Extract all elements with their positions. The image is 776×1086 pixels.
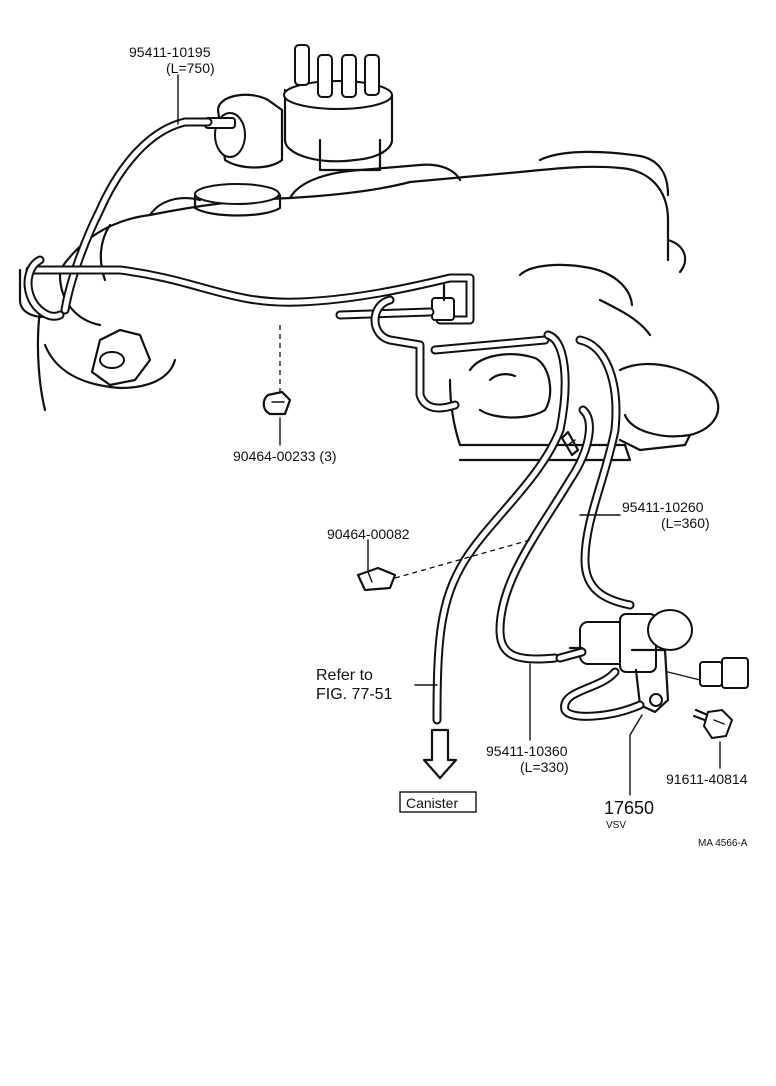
label-vsv-part: 17650 (604, 798, 654, 818)
distributor-cap (283, 44, 394, 172)
clamp-90464-00233 (262, 325, 292, 416)
elbow-fitting (560, 430, 580, 457)
label-hose-top-length: (L=750) (166, 60, 215, 76)
label-refer-line2: FIG. 77-51 (316, 686, 393, 703)
manifold-fitting (335, 283, 455, 321)
vsv-assembly (555, 609, 749, 721)
label-clamp-a-part: 90464-00233 (3) (233, 448, 337, 464)
vacuum-advance-unit (204, 93, 284, 169)
label-hose-bottom-length: (L=330) (520, 759, 569, 775)
down-arrow-icon (422, 728, 458, 780)
leader-lines (177, 74, 721, 796)
label-clamp-b-part: 90464-00082 (327, 526, 410, 542)
engine-outline (18, 150, 720, 462)
label-refer-line1: Refer to (316, 667, 373, 684)
label-hose-bottom-part: 95411-10360 (486, 743, 568, 759)
label-hose-right-length: (L=360) (661, 515, 710, 531)
label-hose-right-part: 95411-10260 (622, 499, 704, 515)
label-canister: Canister (406, 795, 458, 811)
bolt-91611-40814 (692, 708, 734, 740)
label-figure-code: MA 4566-A (698, 838, 748, 849)
clamp-90464-00082 (356, 539, 531, 592)
label-vsv-name: VSV (606, 820, 626, 831)
label-hose-top-part: 95411-10195 (129, 44, 211, 60)
canister-box (399, 791, 477, 813)
label-bolt-part: 91611-40814 (666, 771, 748, 787)
